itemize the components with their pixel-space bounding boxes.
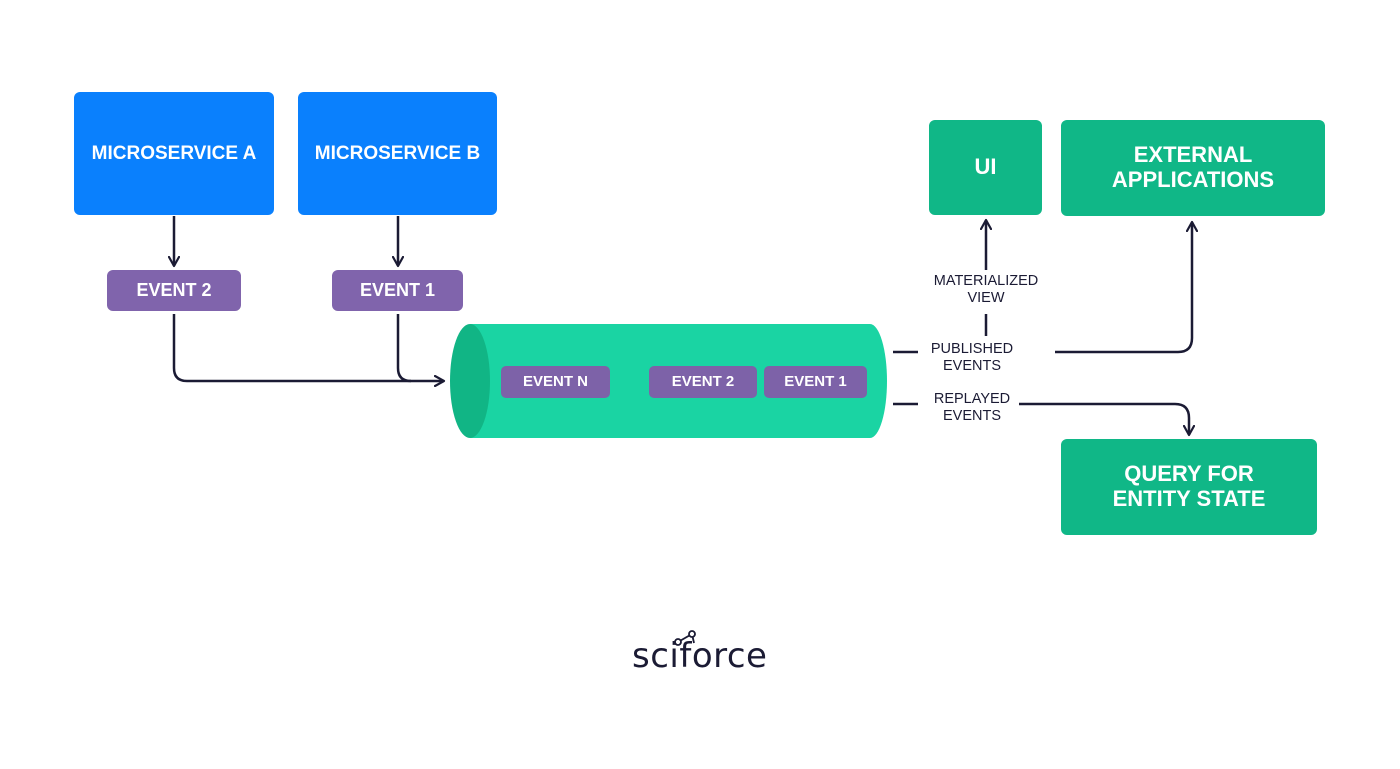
- microservice-b-box: MICROSERVICE B: [298, 92, 497, 215]
- published-events-label: PUBLISHED EVENTS: [921, 341, 1023, 375]
- store-event-n: EVENT N: [501, 366, 610, 398]
- connector-published-to-ui: [893, 222, 1192, 354]
- connector-replayed-to-query: [893, 402, 1189, 435]
- materialized-view-label: MATERIALIZED VIEW: [922, 273, 1050, 307]
- store-event-2: EVENT 2: [649, 366, 757, 398]
- query-entity-state-label: QUERY FOR ENTITY STATE: [1112, 461, 1266, 511]
- microservice-a-label: MICROSERVICE A: [91, 142, 257, 164]
- event-2-chip: EVENT 2: [107, 270, 241, 311]
- microservice-a-box: MICROSERVICE A: [74, 92, 274, 215]
- microservice-b-label: MICROSERVICE B: [314, 142, 481, 164]
- external-applications-label: EXTERNAL APPLICATIONS: [1111, 142, 1275, 192]
- ui-label: UI: [974, 154, 997, 180]
- event-1-label: EVENT 1: [359, 280, 436, 301]
- replayed-events-label: REPLAYED EVENTS: [925, 391, 1019, 425]
- connector-event1-to-store: [396, 314, 412, 383]
- query-entity-state-box: QUERY FOR ENTITY STATE: [1061, 439, 1317, 535]
- sciforce-logo-text: sciforce: [632, 636, 768, 676]
- event-1-chip: EVENT 1: [332, 270, 463, 311]
- store-event-n-label: EVENT N: [522, 372, 588, 390]
- sciforce-logo-mark: [674, 630, 696, 646]
- ui-box: UI: [929, 120, 1042, 215]
- store-event-2-label: EVENT 2: [671, 372, 735, 390]
- connector-event2-to-store: [172, 314, 444, 381]
- store-event-1-label: EVENT 1: [784, 372, 847, 390]
- event-2-label: EVENT 2: [136, 280, 212, 301]
- store-event-1: EVENT 1: [764, 366, 867, 398]
- external-applications-box: EXTERNAL APPLICATIONS: [1061, 120, 1325, 216]
